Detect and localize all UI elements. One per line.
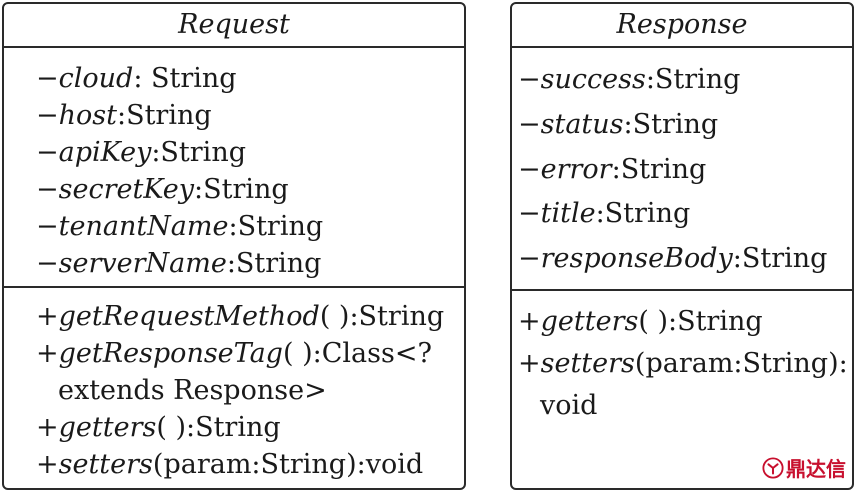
attribute-row: −secretKey:String: [36, 174, 289, 205]
attribute-row: −status:String: [518, 108, 719, 140]
class-response: Response −success:String −status:String …: [510, 2, 854, 490]
attribute-row: −apiKey:String: [36, 137, 246, 168]
watermark-logo-icon: [762, 456, 784, 479]
attributes-section: −cloud: String −host:String −apiKey:Stri…: [4, 48, 464, 288]
attribute-row: −success:String: [518, 64, 741, 95]
operation-row: +setters(param:String):void: [36, 449, 424, 480]
class-request: Request −cloud: String −host:String −api…: [2, 2, 466, 490]
attribute-row: −serverName:String: [36, 248, 322, 279]
class-title: Response: [512, 4, 852, 48]
operation-continuation: void: [540, 390, 598, 421]
operation-row: +getResponseTag( ):Class<?: [36, 338, 432, 369]
attribute-row: −tenantName:String: [36, 211, 324, 242]
operation-continuation: extends Response>: [58, 375, 327, 406]
watermark-text: 鼎达信: [786, 457, 846, 481]
attributes-section: −success:String −status:String −error:St…: [512, 48, 852, 291]
operations-section: +getRequestMethod( ):String +getResponse…: [4, 288, 464, 483]
attribute-row: −host:String: [36, 100, 212, 131]
operations-section: +getters( ):String +setters(param:String…: [512, 291, 852, 427]
watermark: 鼎达信: [762, 453, 846, 482]
operation-row: +setters(param:String):: [518, 348, 848, 379]
attribute-row: −title:String: [518, 198, 691, 230]
operation-row: +getters( ):String: [36, 412, 281, 443]
attribute-row: −error:String: [518, 153, 707, 185]
operation-row: +getRequestMethod( ):String: [36, 301, 445, 332]
class-title: Request: [4, 4, 464, 48]
operation-row: +getters( ):String: [518, 306, 763, 337]
attribute-row: −cloud: String: [36, 63, 237, 94]
attribute-row: −responseBody:String: [518, 243, 828, 275]
